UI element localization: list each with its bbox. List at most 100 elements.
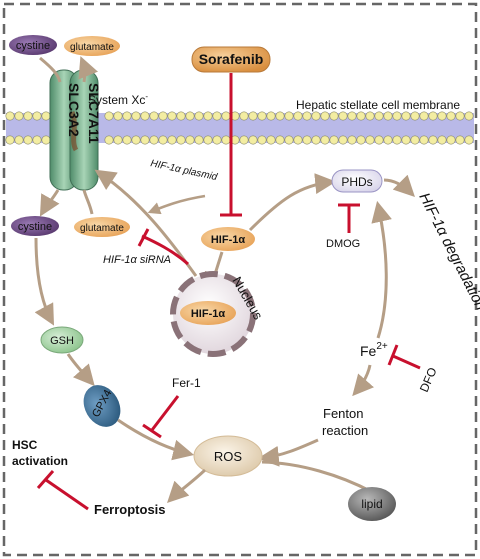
slc3a2-label: SLC3A2: [66, 83, 82, 137]
membrane-lipid-head: [248, 135, 258, 145]
membrane-lipid-head: [239, 111, 249, 121]
membrane-lipid-head: [293, 135, 303, 145]
membrane-lipid-head: [320, 135, 330, 145]
phds-node: [331, 169, 383, 193]
hif1a-cytosol-label: HIF-1α: [211, 234, 246, 246]
membrane-lipid-head: [464, 135, 474, 145]
membrane-lipid-head: [392, 111, 402, 121]
lipid-to-ros-line: [261, 460, 373, 494]
membrane-lipid-head: [446, 135, 456, 145]
fer1-inhibition-line: [150, 395, 180, 431]
membrane-lipid-head: [284, 111, 294, 121]
membrane-lipid-head: [293, 111, 303, 121]
membrane-lipid-head: [212, 135, 222, 145]
phds-label: PHDs: [341, 175, 372, 189]
fenton-label-line1: Fenton: [323, 406, 363, 421]
membrane-lipid-head: [275, 135, 285, 145]
membrane-lipid-head: [104, 135, 114, 145]
membrane-lipid-head: [374, 135, 384, 145]
plasmid-arrow: [147, 194, 206, 215]
ros-to-ferroptosis-arrow: [167, 468, 207, 503]
lipid-node: [348, 487, 396, 521]
membrane-lipid-head: [311, 111, 321, 121]
sirna-inhibition-bar: [137, 228, 150, 247]
membrane-lipid-head: [122, 135, 132, 145]
plasmid-label: HIF-1α plasmid: [149, 158, 218, 183]
gpx4-to-ros-arrow: [117, 418, 195, 461]
membrane-lipid-head: [302, 135, 312, 145]
dfo-inhibition-line: [392, 354, 421, 370]
membrane-lipid-head: [437, 111, 447, 121]
sirna-inhibition-line: [141, 234, 189, 266]
membrane-lipid-head: [194, 111, 204, 121]
membrane-lipid-head: [176, 135, 186, 145]
membrane-lipid-head: [338, 111, 348, 121]
membrane-lipid-head: [464, 111, 474, 121]
slc7a11-label: SLC7A11: [86, 83, 102, 144]
membrane-lipid-head: [32, 135, 42, 145]
hsc-inhibition-bar: [36, 470, 55, 489]
dmog-label: DMOG: [326, 238, 360, 250]
membrane-label: Hepatic stellate cell membrane: [296, 98, 460, 112]
cystine-uptake-arrow-bottom: [39, 189, 60, 217]
membrane-lipid-head: [428, 135, 438, 145]
ferroptosis-label: Ferroptosis: [94, 502, 166, 517]
membrane-lipid-head: [185, 135, 195, 145]
membrane-lipid-head: [149, 135, 159, 145]
membrane-lipid-head: [23, 135, 33, 145]
membrane-lipid-head: [23, 111, 33, 121]
cystine-to-gsh-arrow: [34, 237, 55, 326]
membrane-lipid-head: [167, 111, 177, 121]
glutamate-extracellular: [64, 36, 120, 56]
ros-label: ROS: [214, 449, 243, 464]
membrane-lipid-head: [284, 135, 294, 145]
membrane-lipid-head: [455, 111, 465, 121]
membrane-lipid-head: [32, 111, 42, 121]
membrane-lipid-head: [302, 111, 312, 121]
hif1a-cytosol-node: [201, 227, 255, 251]
glutamate-intake-arrow: [82, 189, 94, 215]
membrane-lipid-head: [158, 111, 168, 121]
membrane-lipid-head: [410, 111, 420, 121]
membrane-lipid-head: [311, 135, 321, 145]
membrane-lipid-head: [266, 111, 276, 121]
glutamate-intracellular-label: glutamate: [80, 223, 124, 234]
membrane-lipid-head: [41, 135, 51, 145]
membrane-lipid-head: [131, 135, 141, 145]
gsh-to-gpx4-arrow: [66, 353, 95, 387]
membrane-lipid-head: [14, 111, 24, 121]
membrane-lipid-head: [401, 111, 411, 121]
hif1a-nucleus-label: HIF-1α: [191, 308, 226, 320]
glutamate-intracellular: [74, 217, 130, 237]
membrane-lipid-head: [320, 111, 330, 121]
system-xc-label: System Xc-: [88, 92, 148, 107]
hif1a-nucleus-node: [180, 301, 236, 325]
hsc-inhibition-line: [45, 478, 89, 511]
membrane-lipid-head: [347, 111, 357, 121]
membrane-lipid-head: [212, 111, 222, 121]
sirna-label: HIF-1α siRNA: [103, 254, 171, 266]
membrane-lipid-head: [113, 135, 123, 145]
membrane-lipid-head: [455, 135, 465, 145]
fe-to-fenton-arrow: [352, 364, 374, 397]
membrane-lipid-head: [365, 135, 375, 145]
membrane-lipid-head: [437, 135, 447, 145]
membrane-lipid-head: [113, 111, 123, 121]
membrane-lipid-head: [167, 135, 177, 145]
membrane-lipid-head: [257, 111, 267, 121]
membrane-lipid-head: [347, 135, 357, 145]
membrane-lipid-head: [203, 135, 213, 145]
glutamate-extracellular-label: glutamate: [70, 42, 114, 53]
membrane-lipid-head: [5, 135, 15, 145]
hsc-label-line2: activation: [12, 454, 68, 468]
membrane-lipid-head: [428, 111, 438, 121]
membrane-lipid-head: [329, 135, 339, 145]
gpx4-node: [83, 385, 121, 427]
membrane-lipid-head: [158, 135, 168, 145]
cystine-extracellular-label: cystine: [16, 40, 50, 52]
cystine-uptake-arrow-top: [39, 56, 62, 83]
membrane-lipid-head: [122, 111, 132, 121]
membrane-lipid-head: [176, 111, 186, 121]
membrane-lipid-head: [248, 111, 258, 121]
